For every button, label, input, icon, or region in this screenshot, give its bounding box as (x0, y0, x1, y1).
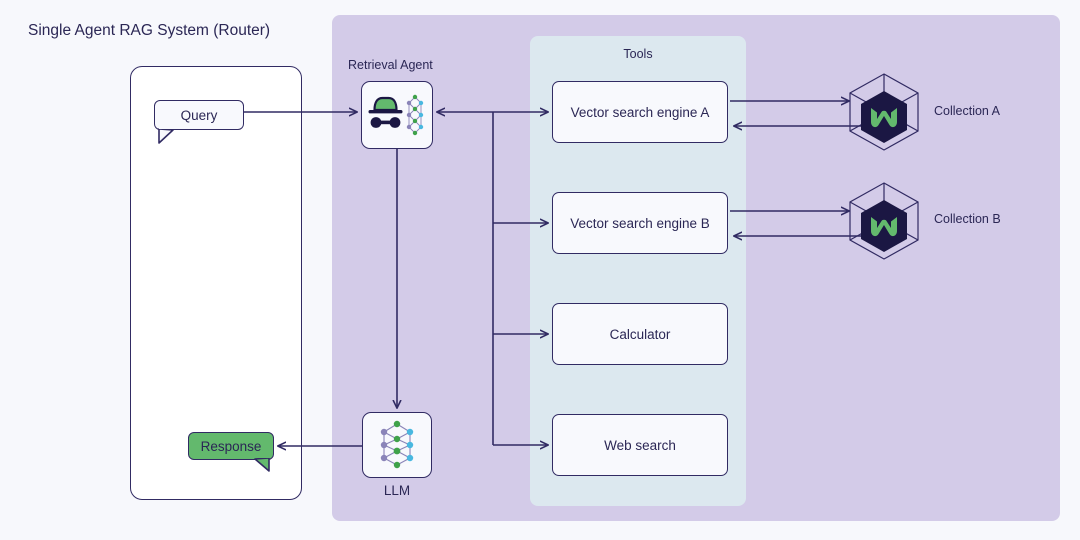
response-bubble[interactable]: Response (188, 432, 274, 472)
detective-agent-icon (368, 94, 424, 136)
tool-web-search[interactable]: Web search (552, 414, 728, 476)
tools-caption: Tools (623, 47, 653, 61)
detective-hat-icon (368, 96, 403, 114)
speech-bubble-tail-icon (254, 455, 270, 472)
tool-label: Vector search engine B (570, 215, 710, 231)
sunglasses-icon (370, 117, 401, 128)
collection-a-node[interactable] (845, 72, 923, 152)
query-label: Query (180, 107, 218, 123)
neural-network-icon (406, 94, 424, 136)
tool-calculator[interactable]: Calculator (552, 303, 728, 365)
tool-label: Vector search engine A (570, 104, 710, 120)
query-bubble[interactable]: Query (154, 100, 244, 144)
response-label: Response (200, 438, 262, 454)
llm-caption: LLM (383, 483, 411, 498)
tool-vector-search-engine-b[interactable]: Vector search engine B (552, 192, 728, 254)
weaviate-hexagon-icon (849, 73, 919, 151)
collection-a-label: Collection A (934, 104, 1001, 118)
tool-label: Calculator (609, 326, 671, 342)
weaviate-hexagon-icon (849, 182, 919, 260)
speech-bubble-tail-icon (252, 455, 270, 472)
tool-label: Web search (604, 437, 676, 453)
collection-b-node[interactable] (845, 181, 923, 261)
tool-vector-search-engine-a[interactable]: Vector search engine A (552, 81, 728, 143)
speech-bubble-tail-icon (158, 126, 174, 144)
llm-node[interactable] (362, 412, 432, 478)
neural-network-icon (380, 420, 414, 469)
page-title: Single Agent RAG System (Router) (28, 22, 271, 39)
collection-b-label: Collection B (934, 212, 1001, 226)
retrieval-agent-node[interactable] (361, 81, 433, 149)
retrieval-agent-caption: Retrieval Agent (348, 58, 433, 72)
